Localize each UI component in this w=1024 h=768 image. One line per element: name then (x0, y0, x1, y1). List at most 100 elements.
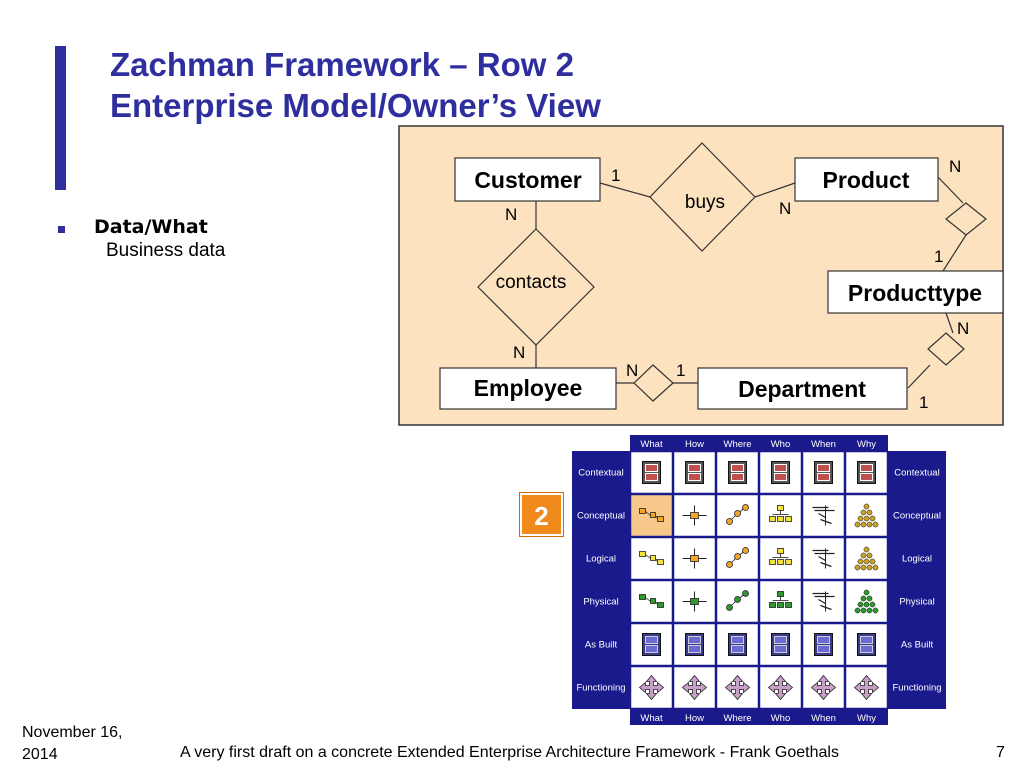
database-icon (857, 633, 876, 656)
process-icon (682, 548, 707, 569)
goal-icon (854, 546, 879, 571)
grid-cell (844, 579, 889, 624)
row-label-right-contextual: Contextual (894, 468, 939, 479)
cardinality-label: N (779, 199, 791, 218)
row-number-badge: 2 (519, 492, 564, 537)
film-icon (857, 461, 876, 484)
diamond-employee-department (633, 364, 674, 402)
cardinality-label: N (505, 205, 517, 224)
title-accent-bar (55, 46, 66, 190)
cross-arrows-icon (853, 674, 880, 701)
film-icon (642, 461, 661, 484)
column-header-bottom (630, 709, 888, 725)
diamond-product-producttype (945, 202, 987, 236)
row-label-column-left (572, 451, 630, 709)
footer-date: November 16, 2014 (22, 724, 123, 763)
film-icon (771, 461, 790, 484)
diamond-buys (649, 142, 756, 252)
cardinality-label: 1 (934, 247, 943, 266)
entity-department-box (697, 367, 908, 410)
cardinality-label: N (949, 157, 961, 176)
grid-cell (758, 579, 803, 624)
column-footer-when: When (811, 713, 836, 724)
schedule-icon (812, 591, 835, 612)
diamond-contacts (477, 228, 595, 346)
footer-text: A very first draft on a concrete Extende… (180, 744, 839, 761)
database-icon (728, 633, 747, 656)
row-label-conceptual: Conceptual (577, 511, 625, 522)
film-icon (814, 461, 833, 484)
cardinality-label: N (513, 343, 525, 362)
column-header-when: When (811, 439, 836, 450)
cross-arrows-icon (681, 674, 708, 701)
entity-department-label: Department (738, 376, 866, 402)
row-label-right-conceptual: Conceptual (893, 511, 941, 522)
entity-product-box (794, 157, 939, 202)
row-label-right-as-built: As Built (901, 640, 934, 651)
grid-cell (801, 579, 846, 624)
grid-cell (758, 536, 803, 581)
cardinality-label: 1 (919, 393, 928, 412)
relationship-contacts-label: contacts (496, 272, 567, 293)
title-line-2: Enterprise Model/Owner’s View (110, 87, 601, 124)
column-header-who: Who (771, 439, 791, 450)
er-connectors (535, 176, 967, 389)
entity-producttype-box (827, 270, 1004, 314)
column-footer-where: Where (724, 713, 752, 724)
database-icon (814, 633, 833, 656)
cardinality-label: 1 (611, 166, 620, 185)
grid-cell (758, 493, 803, 538)
row-label-column-right (888, 451, 946, 709)
diamond-producttype-department (927, 332, 965, 366)
zachman-grid: WhatWhatHowHowWhereWhereWhoWhoWhenWhenWh… (572, 435, 946, 725)
entity-customer-box (454, 157, 601, 202)
org-chart-icon (769, 505, 792, 522)
cross-arrows-icon (767, 674, 794, 701)
entity-model-icon (639, 594, 664, 608)
network-icon (726, 504, 749, 525)
row-label-right-physical: Physical (899, 597, 934, 608)
grid-cell (758, 665, 803, 710)
column-footer-what: What (640, 713, 663, 724)
org-chart-icon (769, 591, 792, 608)
network-icon (726, 590, 749, 611)
column-header-what: What (640, 439, 663, 450)
goal-icon (854, 589, 879, 614)
cross-arrows-icon (638, 674, 665, 701)
row-label-functioning: Functioning (576, 683, 625, 694)
cross-arrows-icon (810, 674, 837, 701)
database-icon (771, 633, 790, 656)
process-icon (682, 591, 707, 612)
er-diagram: Customer Product Producttype Employee De… (398, 125, 1004, 426)
grid-cell (801, 536, 846, 581)
grid-cell (715, 536, 760, 581)
database-icon (685, 633, 704, 656)
bullet-heading: Data/What (94, 216, 208, 238)
schedule-icon (812, 505, 835, 526)
column-header-why: Why (857, 439, 876, 450)
network-icon (726, 547, 749, 568)
row-label-as-built: As Built (585, 640, 618, 651)
column-footer-how: How (685, 713, 704, 724)
row-label-physical: Physical (583, 597, 618, 608)
grid-cell (801, 665, 846, 710)
column-header-where: Where (724, 439, 752, 450)
entity-producttype-label: Producttype (848, 280, 982, 306)
title-line-1: Zachman Framework – Row 2 (110, 46, 574, 83)
column-header-top (630, 435, 888, 451)
entity-product-label: Product (823, 167, 910, 193)
cardinality-label: N (957, 319, 969, 338)
relationship-buys-label: buys (685, 192, 725, 213)
row-label-logical: Logical (586, 554, 616, 565)
column-header-how: How (685, 439, 704, 450)
process-icon (682, 505, 707, 526)
grid-cell (844, 536, 889, 581)
entity-model-icon (639, 551, 664, 565)
film-icon (728, 461, 747, 484)
grid-cell (801, 493, 846, 538)
film-icon (685, 461, 704, 484)
column-footer-why: Why (857, 713, 876, 724)
page-title: Zachman Framework – Row 2 Enterprise Mod… (110, 44, 601, 126)
entity-employee-box (439, 367, 617, 410)
page-number: 7 (996, 744, 1005, 761)
